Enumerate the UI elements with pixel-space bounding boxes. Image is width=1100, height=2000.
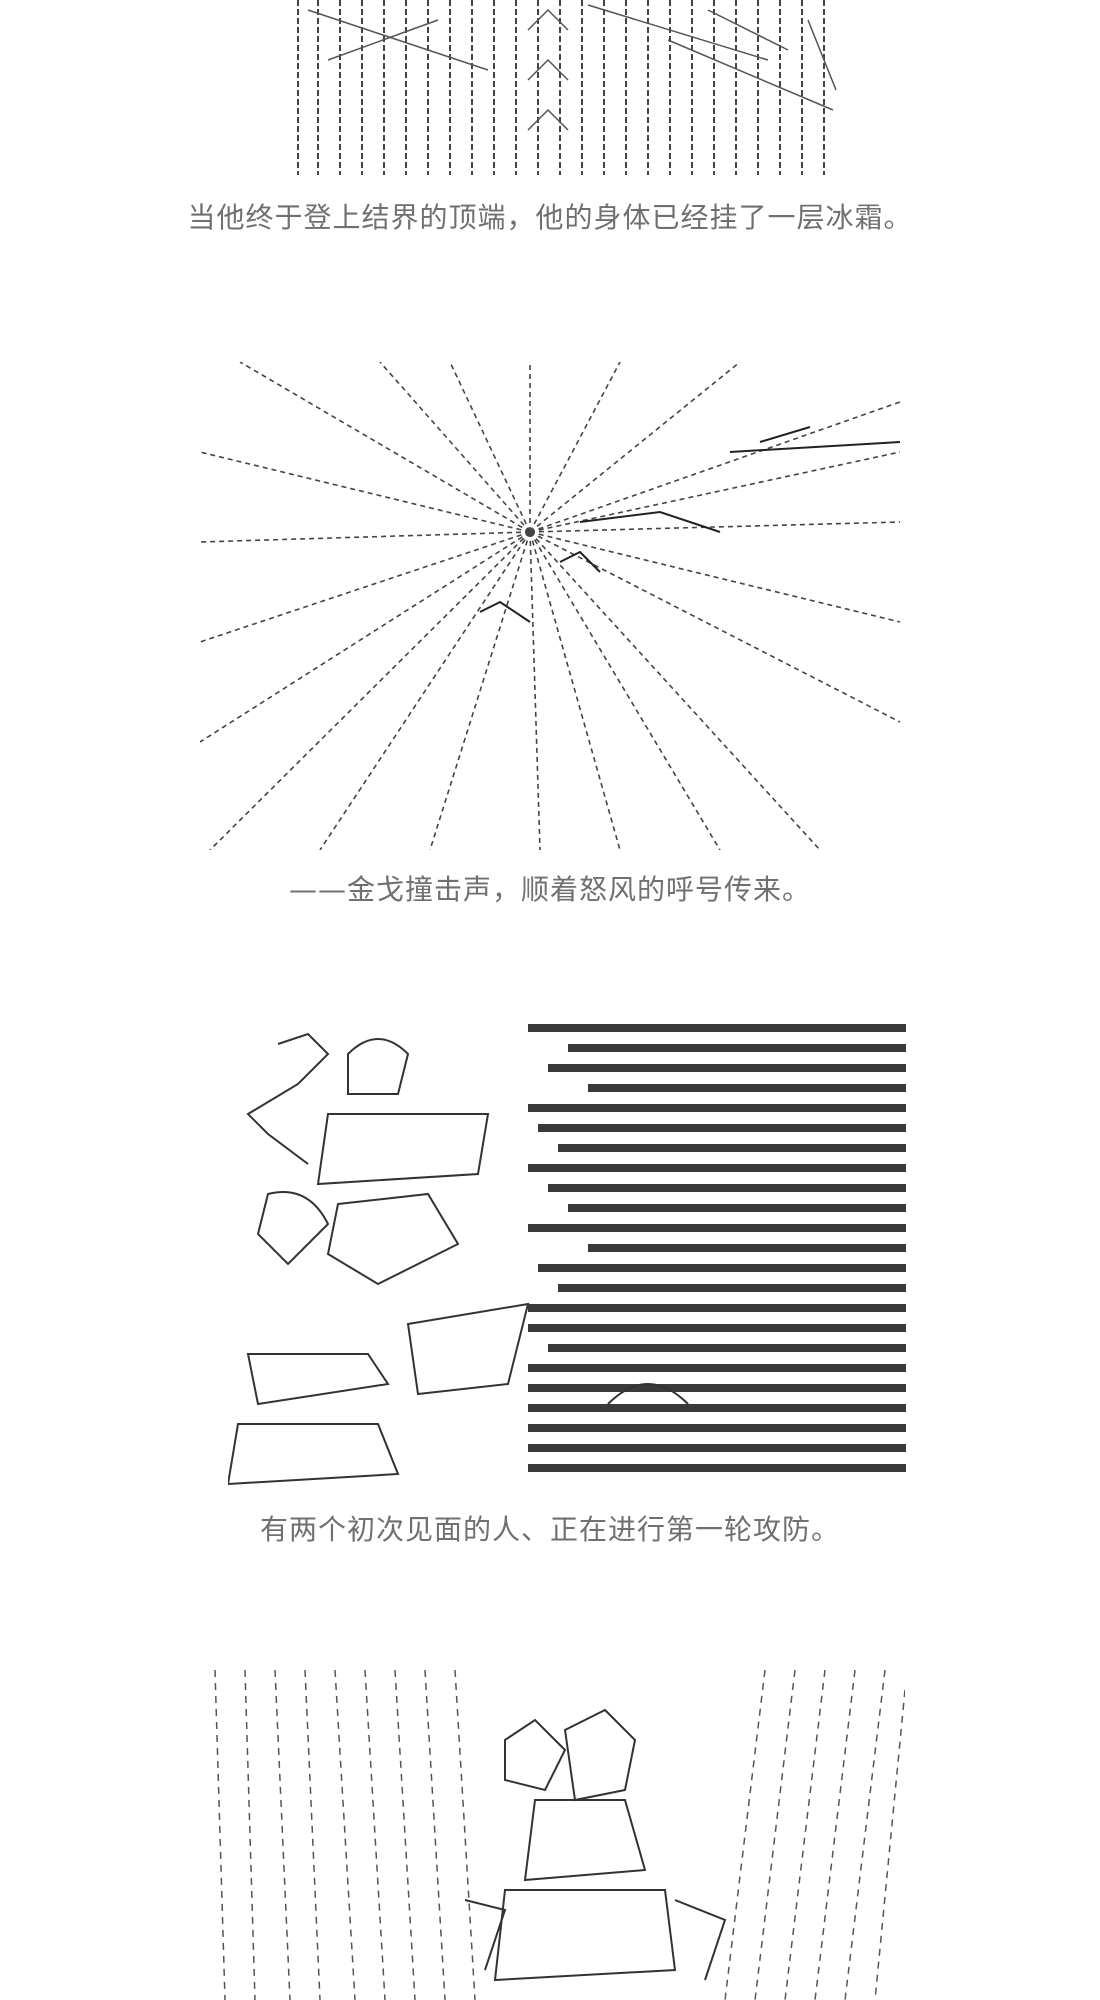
caption-first-exchange: 有两个初次见面的人、正在进行第一轮攻防。 — [259, 1513, 840, 1546]
ascii-art-impact-burst — [200, 362, 905, 850]
ascii-art-rain-figure — [205, 1670, 905, 2000]
caption-barrier-top: 当他终于登上结界的顶端，他的身体已经挂了一层冰霜。 — [187, 201, 913, 234]
ascii-art-barrier-top-drawing — [297, 0, 837, 175]
ascii-art-barrier-top — [288, 0, 838, 178]
ascii-art-first-exchange — [228, 1024, 906, 1490]
ascii-art-rain-figure-drawing — [214, 1670, 905, 2000]
ascii-art-first-exchange-drawing — [228, 1024, 906, 1486]
ascii-art-impact-burst-drawing — [200, 362, 901, 850]
caption-clash-sound: ——金戈撞击声，顺着怒风的呼号传来。 — [288, 873, 811, 906]
